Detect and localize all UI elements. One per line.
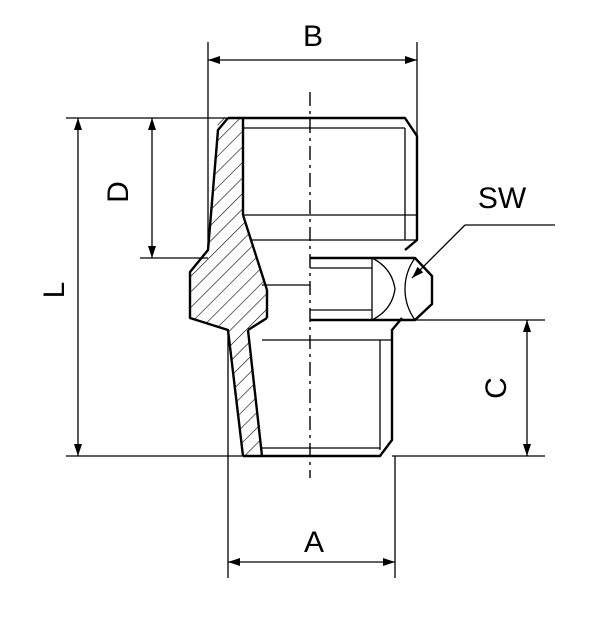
label-d: D [102, 181, 135, 203]
label-sw: SW [478, 182, 527, 215]
sw-leader-line [411, 224, 466, 279]
dimension-lines [74, 56, 531, 566]
label-l: L [38, 282, 71, 299]
section-hatching [190, 118, 267, 456]
label-c: C [480, 377, 513, 399]
label-b: B [303, 20, 323, 53]
label-a: A [304, 526, 324, 559]
